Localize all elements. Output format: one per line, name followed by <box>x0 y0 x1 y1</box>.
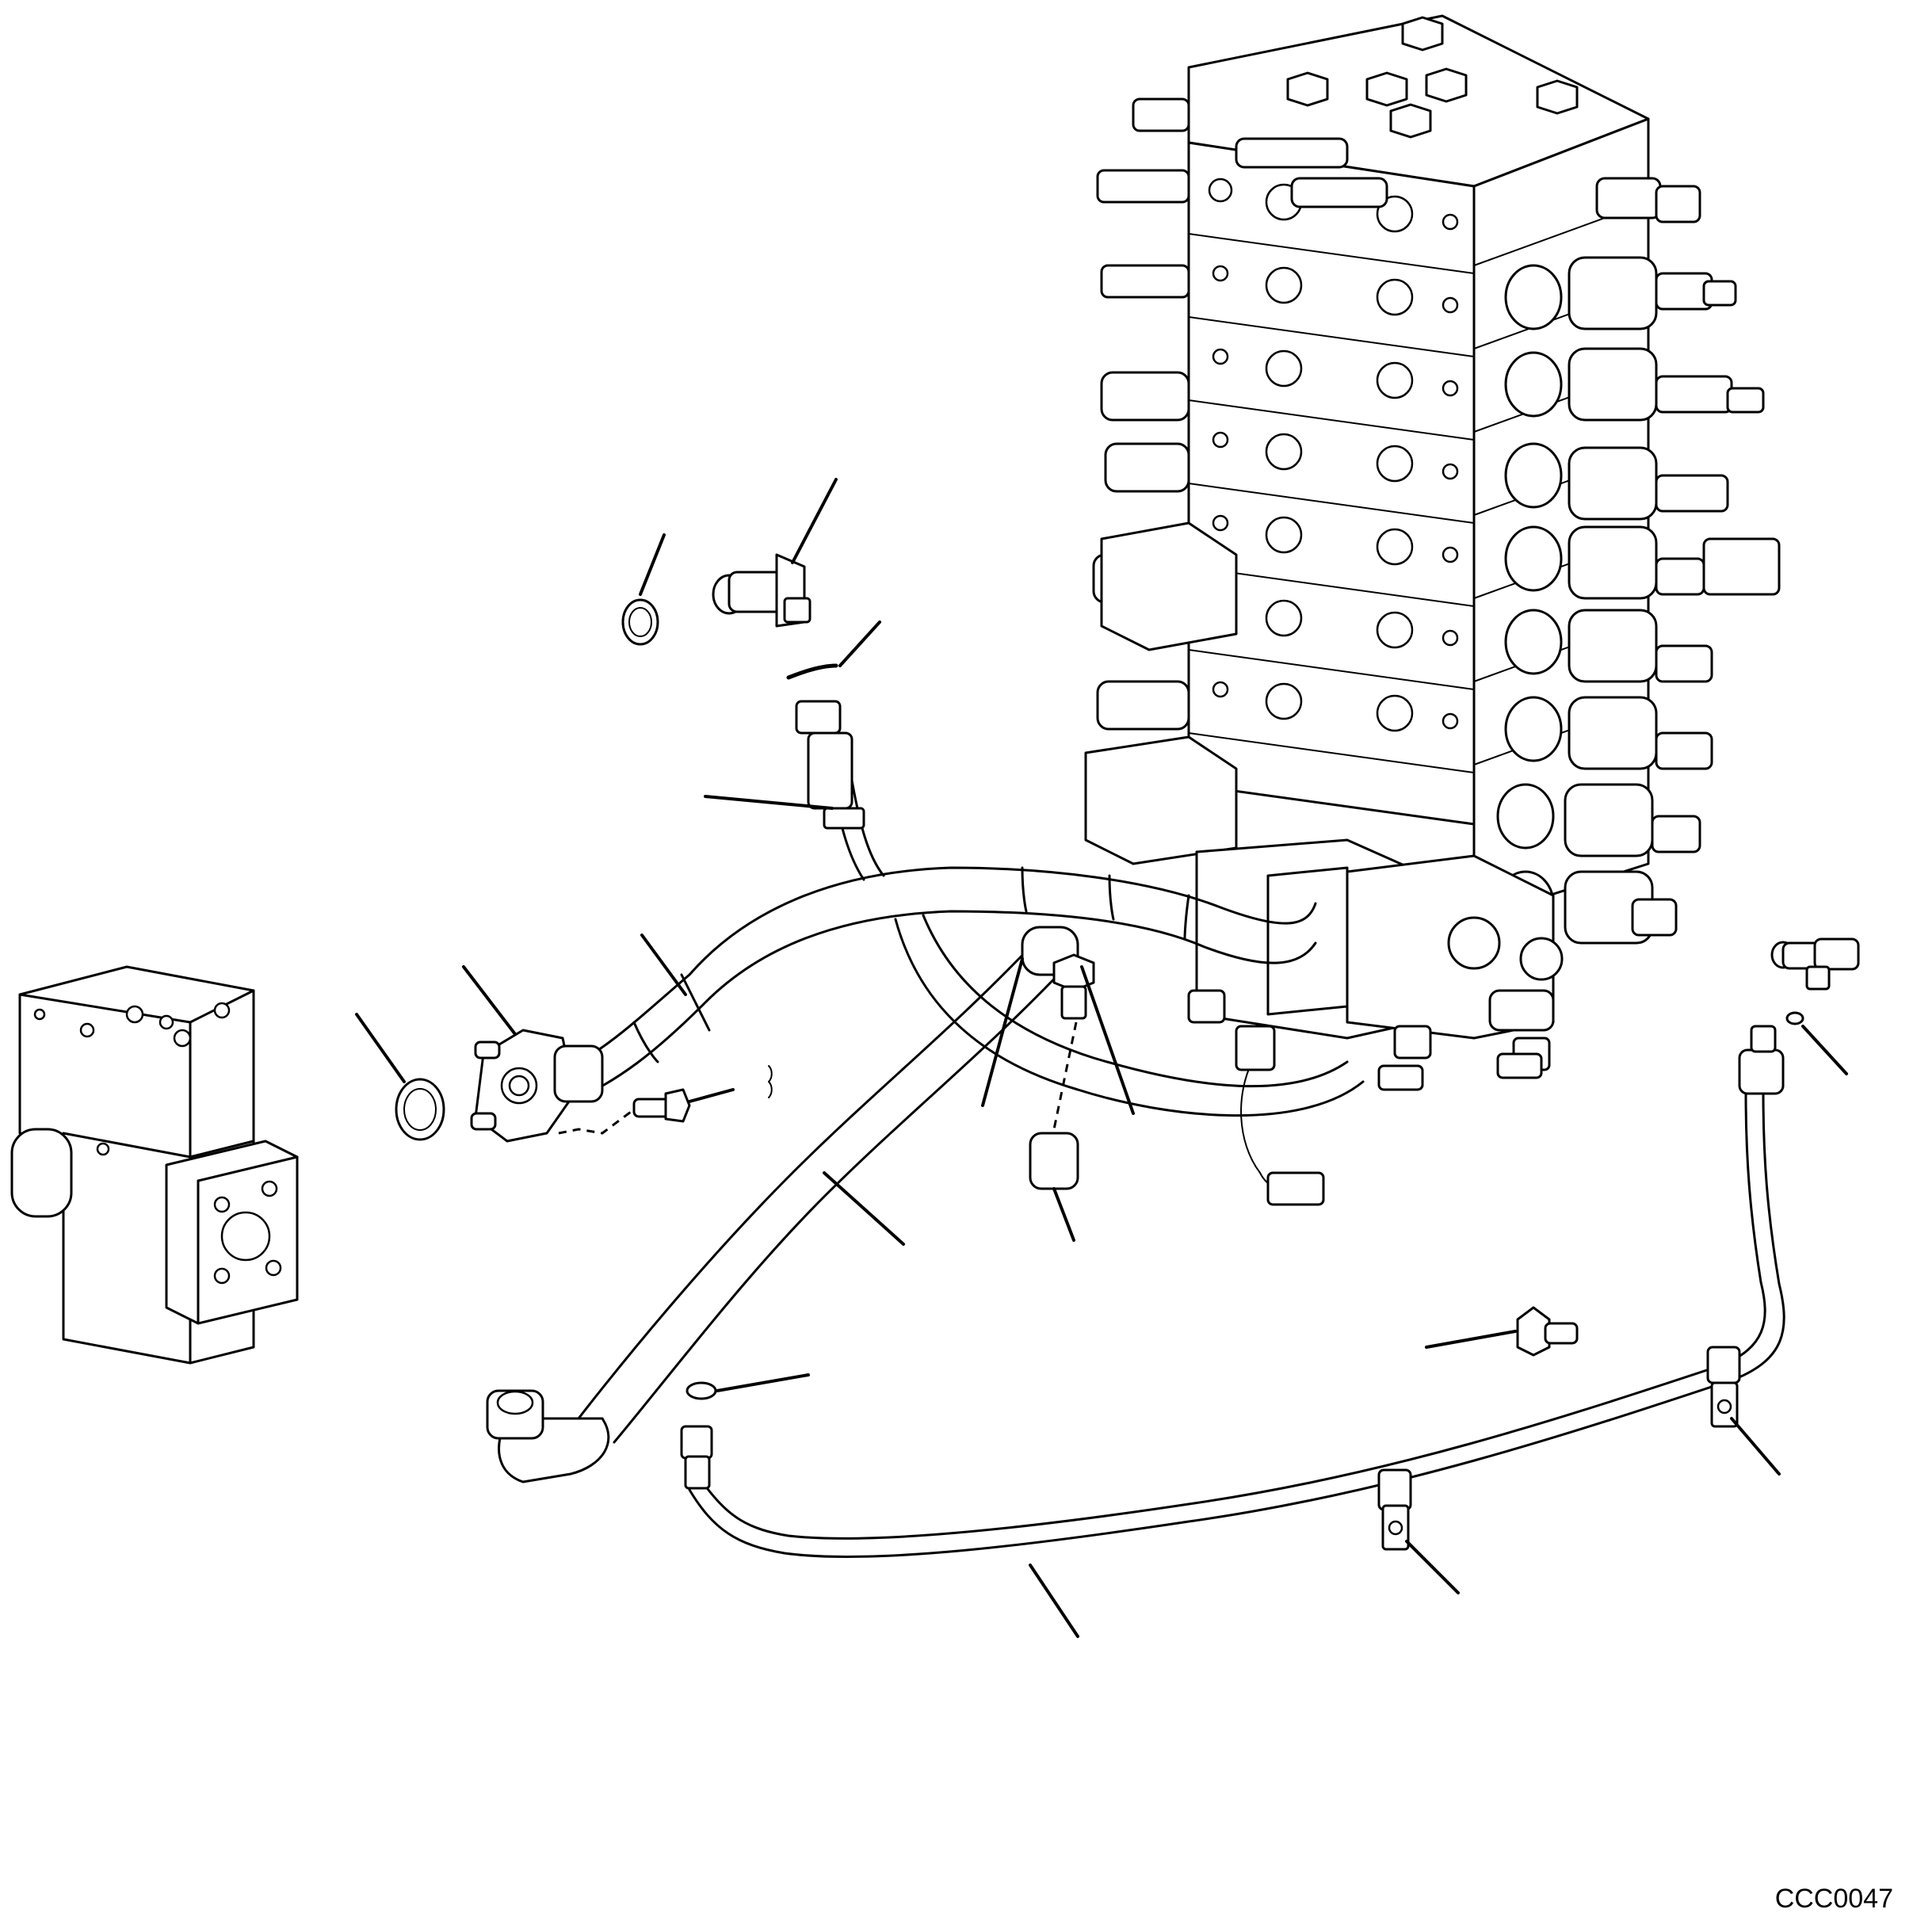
pipe-clamp-center <box>1377 1468 1412 1551</box>
mount-bolt <box>1516 1306 1579 1357</box>
split-flange <box>470 1029 604 1143</box>
pump-block <box>10 965 299 1365</box>
fittings <box>395 553 1860 1551</box>
figure-code: CCC0047 <box>1774 1884 1893 1914</box>
control-valve-assembly <box>1084 14 1781 1091</box>
callout-leaders <box>355 478 1848 1638</box>
spacer-collar <box>1029 1132 1079 1190</box>
o-ring-upper <box>621 598 659 646</box>
elbow-fitting <box>1770 937 1860 991</box>
o-ring-flange <box>395 1078 445 1141</box>
harness-connector-lower <box>1266 1171 1325 1206</box>
pipe-clamp-right <box>1706 1346 1741 1428</box>
harness-connector-upper <box>1235 1025 1276 1071</box>
pressure-switch <box>712 553 811 628</box>
hose-end-fitting <box>795 700 865 830</box>
flange-bolt <box>632 1088 691 1123</box>
hose-clamp-bolt <box>1052 953 1095 1020</box>
